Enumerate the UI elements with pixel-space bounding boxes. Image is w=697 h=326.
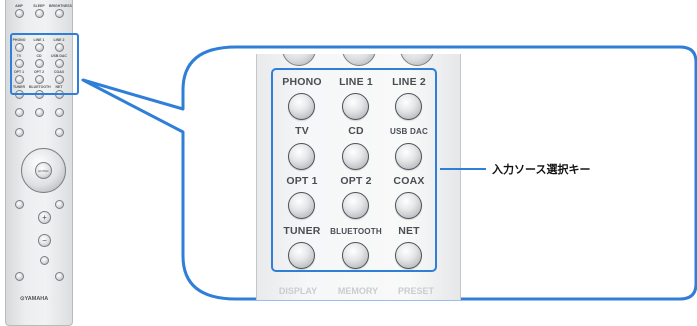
phono-label: PHONO (282, 76, 322, 88)
brightness-label: BRIGHTNESS (49, 4, 72, 8)
small-source-highlight (10, 33, 79, 95)
small-phono-button[interactable] (15, 43, 24, 52)
source-keys-highlight (271, 68, 437, 272)
tuner-button[interactable] (288, 242, 315, 269)
tuner-label: TUNER (283, 225, 321, 237)
small-tv-label: TV (16, 54, 22, 58)
small-bluetooth-label: BLUETOOTH (29, 85, 51, 89)
small-coax-button[interactable] (55, 75, 64, 84)
caption-leader-line (440, 168, 486, 170)
small-preset-button[interactable] (55, 108, 64, 117)
bluetooth-label: BLUETOOTH (330, 226, 382, 236)
opt2-label: OPT 2 (340, 175, 372, 187)
small-line1-label: LINE 1 (33, 38, 45, 42)
volume-down-button[interactable]: − (38, 234, 51, 247)
cd-label: CD (348, 125, 364, 137)
line1-label: LINE 1 (339, 76, 373, 88)
small-opt2-label: OPT 2 (33, 70, 45, 74)
source-select-keys-caption: 入力ソース選択キー (492, 164, 591, 176)
remote-overview: AMP SLEEP BRIGHTNESS PHONO LINE 1 LINE 2… (5, 0, 73, 326)
small-line2-button[interactable] (55, 43, 64, 52)
bluetooth-button[interactable] (342, 242, 369, 269)
small-cd-button[interactable] (35, 59, 44, 68)
yamaha-logo: ⊙YAMAHA (20, 296, 49, 302)
small-opt1-button[interactable] (15, 75, 24, 84)
usb-dac-label: USB DAC (389, 126, 429, 136)
small-setup-button[interactable] (15, 128, 24, 137)
memory-label: MEMORY (337, 286, 379, 296)
small-usbdac-label: USB DAC (51, 54, 67, 58)
small-return-button[interactable] (15, 200, 24, 209)
small-cd-label: CD (36, 54, 42, 58)
small-option-button[interactable] (55, 128, 64, 137)
display-label: DISPLAY (278, 286, 318, 296)
coax-label: COAX (393, 175, 425, 187)
small-usbdac-button[interactable] (55, 59, 64, 68)
sleep-label: SLEEP (33, 4, 45, 8)
small-coax-label: COAX (53, 70, 65, 74)
small-phono-label: PHONO (12, 38, 26, 42)
play-pause-button[interactable] (55, 272, 64, 281)
amp-label: AMP (15, 4, 23, 8)
preset-label: PRESET (397, 286, 434, 296)
top-button-center[interactable] (342, 54, 376, 66)
small-memory-button[interactable] (35, 108, 44, 117)
small-line2-label: LINE 2 (53, 38, 65, 42)
line2-label: LINE 2 (392, 76, 426, 88)
small-tuner-label: TUNER (12, 85, 26, 89)
net-label: NET (398, 225, 420, 237)
small-net-label: NET (55, 85, 63, 89)
coax-button[interactable] (395, 192, 422, 219)
small-opt1-label: OPT 1 (13, 70, 25, 74)
line1-button[interactable] (342, 93, 369, 120)
top-button-left[interactable] (282, 54, 316, 66)
brightness-button[interactable] (55, 9, 64, 18)
cursor-pad[interactable]: ENTER (21, 148, 66, 193)
line2-button[interactable] (395, 93, 422, 120)
tv-button[interactable] (288, 143, 315, 170)
opt2-button[interactable] (342, 192, 369, 219)
sleep-button[interactable] (35, 9, 44, 18)
small-tv-button[interactable] (15, 59, 24, 68)
enter-button[interactable]: ENTER (35, 162, 52, 179)
volume-up-button[interactable]: + (38, 211, 51, 224)
usb-dac-button[interactable] (395, 143, 422, 170)
opt1-label: OPT 1 (286, 175, 318, 187)
small-opt2-button[interactable] (35, 75, 44, 84)
phono-button[interactable] (288, 93, 315, 120)
cd-button[interactable] (342, 143, 369, 170)
top-button-right[interactable] (400, 54, 434, 66)
net-button[interactable] (395, 242, 422, 269)
stop-button[interactable] (15, 272, 24, 281)
small-home-button[interactable] (55, 200, 64, 209)
tv-label: TV (295, 125, 309, 137)
small-line1-button[interactable] (35, 43, 44, 52)
mute-button[interactable] (40, 256, 49, 265)
opt1-button[interactable] (288, 192, 315, 219)
small-display-button[interactable] (15, 108, 24, 117)
amp-button[interactable] (15, 9, 24, 18)
